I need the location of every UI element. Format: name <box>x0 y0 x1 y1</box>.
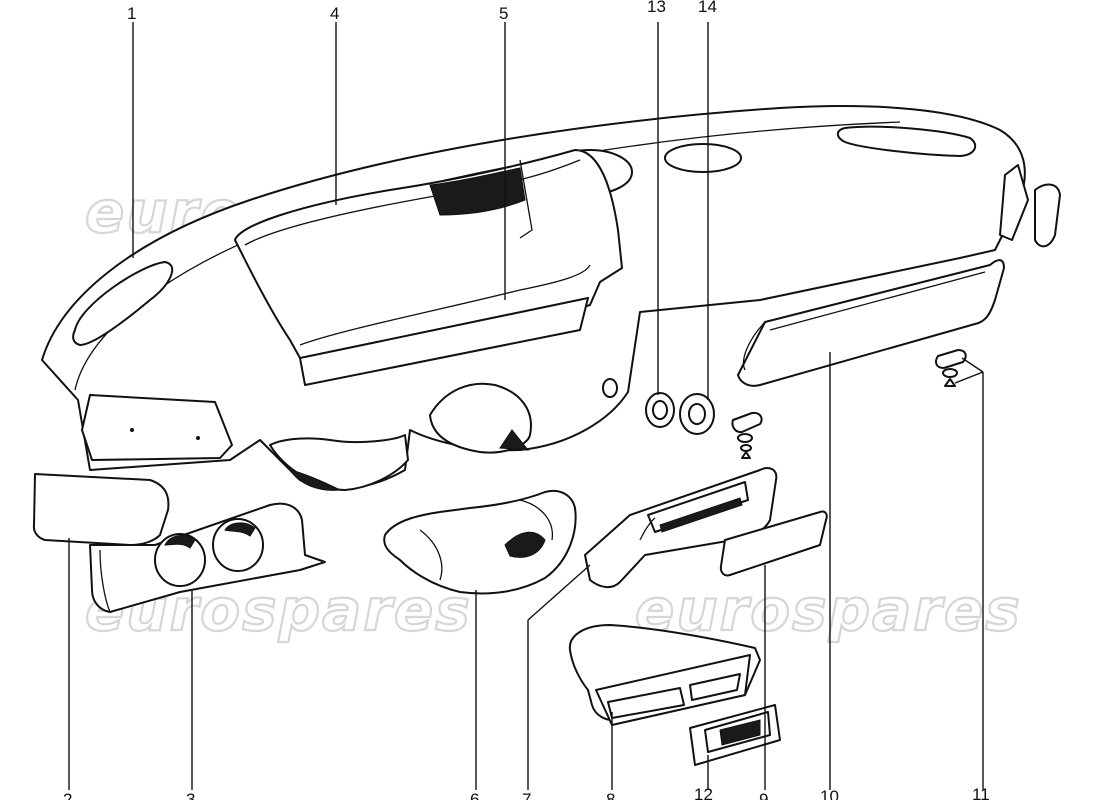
glovebox-tray-drawing <box>737 259 1005 387</box>
switch-panel-drawing <box>689 704 781 766</box>
watermark-bottom-right: eurospares <box>635 576 1022 644</box>
callout-10: 10 <box>820 787 839 800</box>
callout-5: 5 <box>499 4 508 23</box>
callout-4: 4 <box>330 4 339 23</box>
end-cap-icon <box>1034 183 1061 248</box>
gauge-pod-drawing <box>89 502 326 613</box>
grommet-drawings <box>645 392 715 435</box>
callout-7: 7 <box>522 790 531 800</box>
callout-1: 1 <box>127 4 136 23</box>
callout-13: 13 <box>647 0 666 16</box>
dashboard-shell-drawing <box>41 105 1029 491</box>
callout-2: 2 <box>63 790 72 800</box>
callout-8: 8 <box>606 790 615 800</box>
callout-14: 14 <box>698 0 717 16</box>
center-duct-drawing <box>568 624 761 726</box>
washer-set-center <box>731 411 763 459</box>
callout-3: 3 <box>186 790 195 800</box>
callout-11: 11 <box>972 785 990 800</box>
washer-set-right <box>935 349 967 387</box>
trim-strip-drawing <box>719 510 828 577</box>
callout-9: 9 <box>759 790 768 800</box>
callout-labels: 1 4 5 13 14 2 3 6 7 8 12 9 10 11 <box>63 0 990 800</box>
steering-cowl-drawing <box>383 489 577 595</box>
leader-lines <box>68 22 984 790</box>
glovebox-lid-drawing <box>32 473 170 546</box>
callout-12: 12 <box>694 785 713 800</box>
callout-6: 6 <box>470 790 479 800</box>
